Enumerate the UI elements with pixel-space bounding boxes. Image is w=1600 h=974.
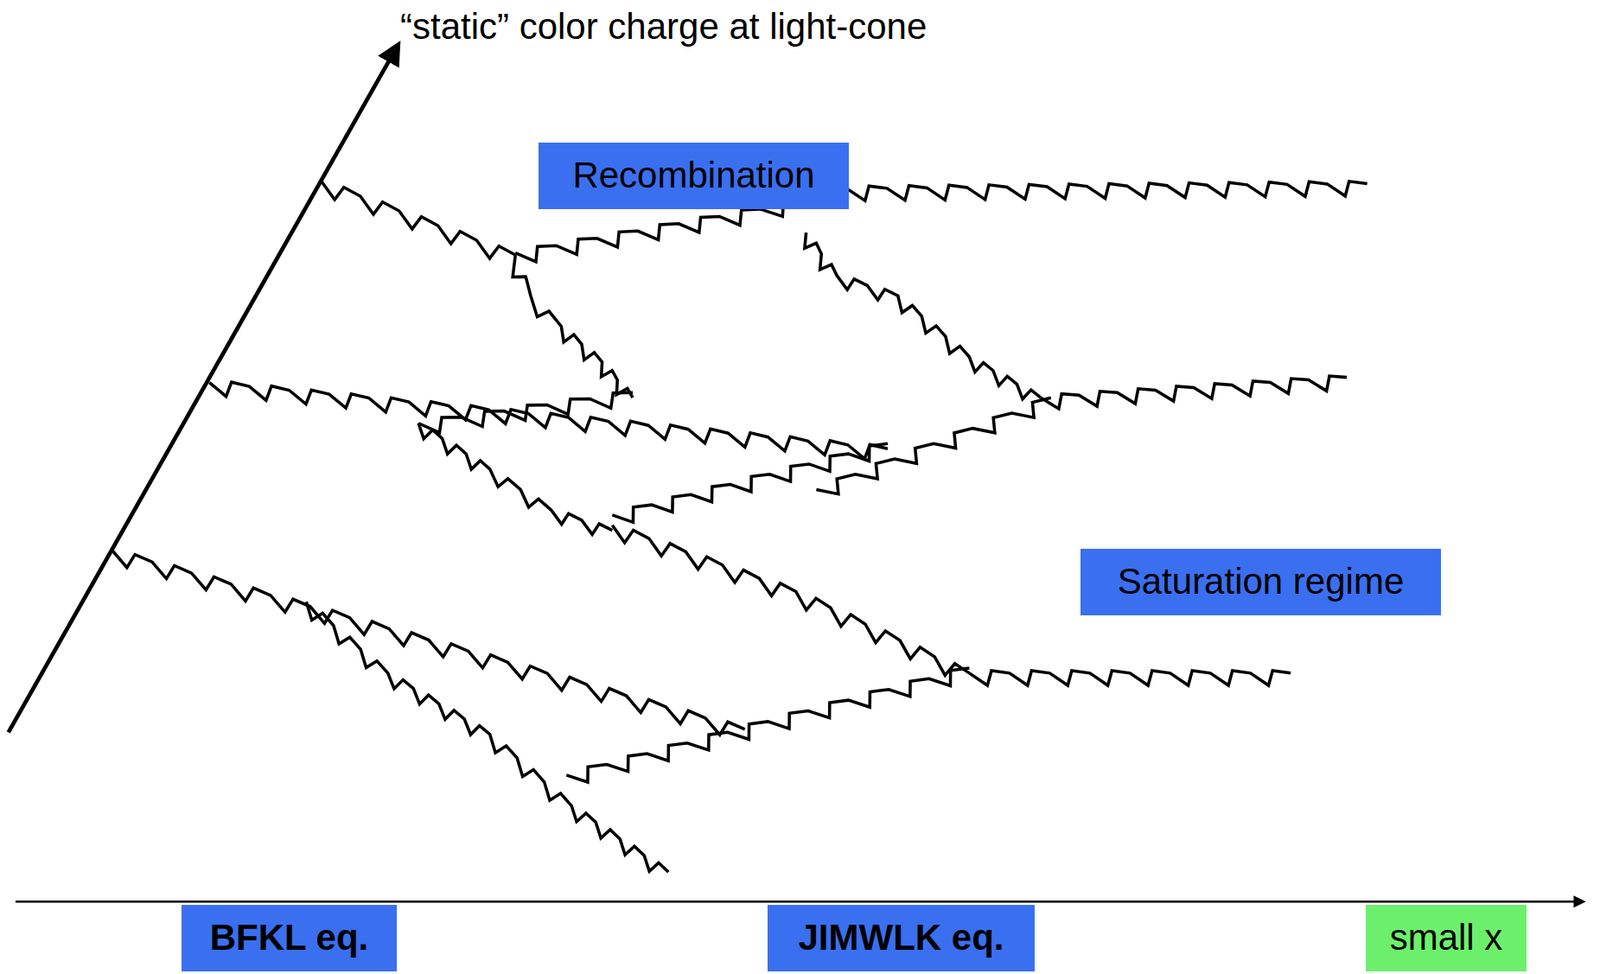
gluon-line [209,382,888,459]
x-axis [15,900,1584,903]
label-box: JIMWLK eq. [767,905,1035,972]
label-box: Saturation regime [1080,548,1441,616]
gluon-line [611,443,888,523]
gluon-line [968,670,1291,686]
label-box: Recombination [538,142,849,210]
box-text: BFKL eq. [210,917,370,958]
label-box: BFKL eq. [181,905,397,972]
annotation-label: “static” color charge at light-cone [400,6,927,47]
gluon-line [1040,376,1347,409]
box-text: Saturation regime [1117,561,1405,602]
label-box: small x [1365,905,1527,972]
gluon-line [815,397,1051,494]
box-text: small x [1389,917,1504,958]
box-text: JIMWLK eq. [798,917,1005,958]
gluon-line [804,232,1041,400]
gluon-line [321,181,516,259]
gluon-line [418,423,612,536]
gluon-line [418,392,633,433]
gluon-line [566,668,969,783]
box-text: Recombination [572,155,815,196]
gluon-line [512,254,633,398]
gluon-line [112,550,746,735]
light-cone-arrow [8,44,399,733]
gluon-line [305,601,669,873]
gluon-line [611,525,969,676]
